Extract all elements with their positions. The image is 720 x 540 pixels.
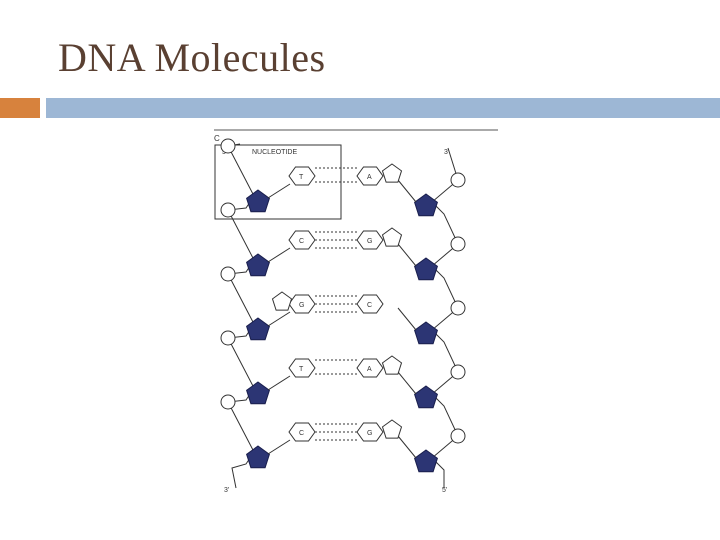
glycosidic-bond-right bbox=[397, 371, 417, 395]
sugar-right bbox=[414, 385, 438, 409]
base-ring-left bbox=[288, 422, 316, 442]
base-label-left: T bbox=[299, 366, 304, 373]
phosphate-right bbox=[450, 364, 466, 380]
base-pairs: T A C G G C T A C G bbox=[267, 163, 417, 459]
phosphate-left bbox=[220, 330, 236, 346]
base-label-right: C bbox=[367, 302, 372, 309]
nucleotide-label: NUCLEOTIDE bbox=[252, 149, 297, 156]
base-label-left: C bbox=[299, 238, 304, 245]
sugar-left bbox=[246, 381, 270, 405]
glycosidic-bond-right bbox=[397, 179, 417, 203]
slide-title: DNA Molecules bbox=[58, 35, 326, 80]
backbone-strands bbox=[220, 138, 466, 489]
glycosidic-bond-left bbox=[267, 183, 291, 199]
base-ring-left-purine bbox=[271, 291, 293, 311]
base-label-left: C bbox=[299, 430, 304, 437]
accent-bar-blue bbox=[46, 98, 720, 118]
base-ring-left bbox=[288, 358, 316, 378]
base-label-right: G bbox=[367, 430, 372, 437]
sugar-right bbox=[414, 321, 438, 345]
base-ring-right bbox=[356, 358, 384, 378]
phosphate-right bbox=[450, 172, 466, 188]
phosphate-right bbox=[450, 428, 466, 444]
base-label-right: G bbox=[367, 238, 372, 245]
end-label-top-right: 3' bbox=[444, 149, 449, 156]
base-ring-right bbox=[356, 166, 384, 186]
sugar-right bbox=[414, 257, 438, 281]
glycosidic-bond-left bbox=[267, 247, 291, 263]
glycosidic-bond-right bbox=[397, 243, 417, 267]
base-ring-right-purine bbox=[381, 355, 403, 375]
base-label-right: A bbox=[367, 174, 372, 181]
base-label-right: A bbox=[367, 366, 372, 373]
panel-label: C bbox=[214, 134, 220, 143]
base-ring-right-purine bbox=[381, 227, 403, 247]
sugar-right bbox=[414, 449, 438, 473]
phosphate-left bbox=[220, 394, 236, 410]
phosphate-left bbox=[220, 202, 236, 218]
glycosidic-bond-left bbox=[267, 311, 291, 327]
sugar-left bbox=[246, 445, 270, 469]
glycosidic-bond-left bbox=[267, 439, 291, 455]
phosphate-right bbox=[450, 300, 466, 316]
base-ring-right-purine bbox=[381, 163, 403, 183]
base-ring-left bbox=[288, 166, 316, 186]
sugar-left bbox=[246, 317, 270, 341]
phosphate-right bbox=[450, 236, 466, 252]
accent-bar-orange bbox=[0, 98, 40, 118]
glycosidic-bond-right bbox=[397, 307, 417, 331]
phosphate-left bbox=[220, 138, 236, 154]
end-label-bottom-right: 5' bbox=[442, 487, 447, 494]
base-ring-left bbox=[288, 230, 316, 250]
base-label-left: T bbox=[299, 174, 304, 181]
base-label-left: G bbox=[299, 302, 304, 309]
sugar-left bbox=[246, 189, 270, 213]
end-label-bottom-left: 3' bbox=[224, 487, 229, 494]
sugar-right bbox=[414, 193, 438, 217]
glycosidic-bond-right bbox=[397, 435, 417, 459]
sugar-left bbox=[246, 253, 270, 277]
base-ring-right-purine bbox=[381, 419, 403, 439]
phosphate-left bbox=[220, 266, 236, 282]
glycosidic-bond-left bbox=[267, 375, 291, 391]
